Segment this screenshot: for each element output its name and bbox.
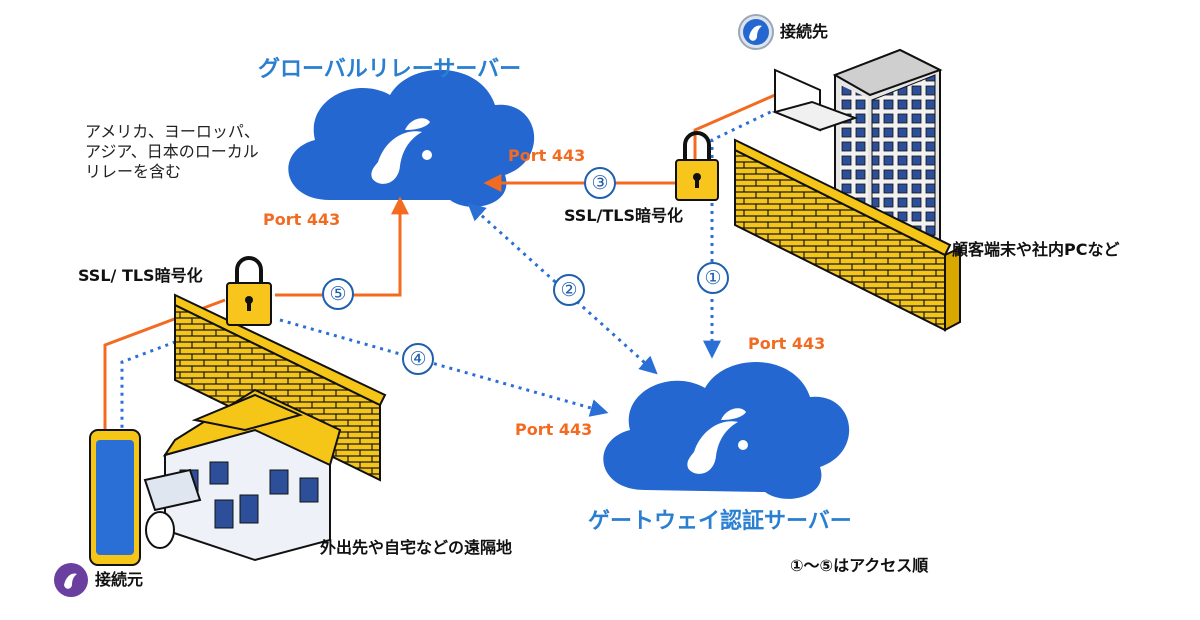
destination-encryption: SSL/TLS暗号化 xyxy=(564,206,684,225)
source-label: 接続元 xyxy=(95,570,144,589)
access-order-legend: ①～⑤はアクセス順 xyxy=(790,556,929,575)
splashtop-logo-icon xyxy=(738,14,774,50)
relay-server-title: グローバルリレーサーバー xyxy=(258,57,522,82)
padlock-icon xyxy=(675,131,719,201)
padlock-icon xyxy=(226,256,272,326)
step4-arrow xyxy=(279,318,609,417)
splashtop-logo-icon xyxy=(54,563,88,597)
house-icon xyxy=(143,388,342,562)
gateway-port-top: Port 443 xyxy=(748,334,826,353)
step-2-badge: ② xyxy=(553,274,585,306)
gateway-server-title: ゲートウェイ認証サーバー xyxy=(588,509,852,534)
splashtop-logo-icon xyxy=(687,408,748,474)
gateway-cloud-icon xyxy=(603,362,850,499)
relay-port-bottom: Port 443 xyxy=(263,210,341,229)
step-4-badge: ④ xyxy=(402,343,434,375)
relay-description: アメリカ、ヨーロッパ、 アジア、日本のローカル リレーを含む xyxy=(85,122,260,181)
brick-wall-icon xyxy=(734,138,961,332)
dest-relay-line xyxy=(693,93,776,170)
destination-caption: 顧客端末や社内PCなど xyxy=(952,240,1120,259)
smartphone-icon xyxy=(89,429,175,566)
splashtop-logo-icon xyxy=(371,118,432,184)
step-1-badge: ① xyxy=(697,262,729,294)
laptop-icon xyxy=(771,68,858,132)
step-3-badge: ③ xyxy=(584,167,616,199)
relay-port-right: Port 443 xyxy=(508,146,586,165)
source-encryption: SSL/ TLS暗号化 xyxy=(78,266,203,285)
step5-arrow xyxy=(275,196,409,297)
source-dotted-line xyxy=(120,320,229,440)
step-5-badge: ⑤ xyxy=(322,278,354,310)
source-caption: 外出先や自宅などの遠隔地 xyxy=(320,538,513,557)
step2-arrow xyxy=(467,202,658,375)
destination-label: 接続先 xyxy=(780,22,829,41)
gateway-port-left: Port 443 xyxy=(515,420,593,439)
relay-cloud-icon xyxy=(288,69,535,207)
